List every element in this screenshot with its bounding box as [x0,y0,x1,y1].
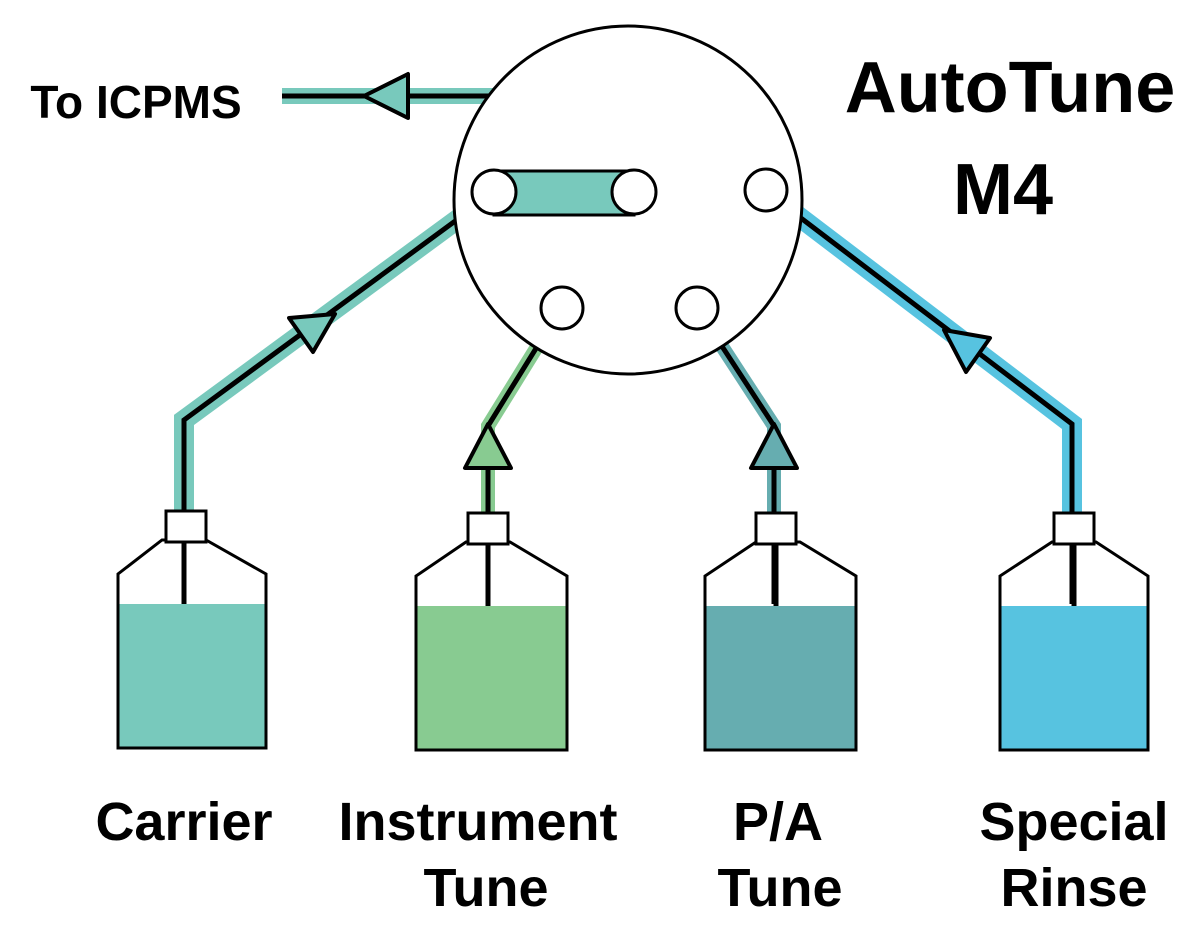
valve-port-pa-tune [674,285,720,331]
bottle-special-rinse [998,511,1150,752]
valve-head [452,24,804,376]
bottle-cap-instrument-tune [466,511,510,546]
valve-port-outlet [610,168,658,216]
bottle-cap-pa-tune [754,511,798,546]
outlet-label: To ICPMS [30,76,241,128]
bottle-label-instrument-tune-line-1: Instrument [338,792,617,852]
bottle-cap-carrier [164,509,208,544]
bottle-cap-special-rinse [1052,511,1096,546]
title-line-1: AutoTune [845,48,1176,128]
liquid-special-rinse [1000,606,1148,750]
flow-arrow-outlet [362,72,410,120]
valve-port-carrier [470,168,518,216]
carrier-tube [174,185,498,604]
bottle-label-pa-tune-line-1: P/A [733,792,823,852]
title-line-2: M4 [953,150,1053,230]
bottle-label-special-rinse-line-2: Rinse [1000,858,1147,918]
flow-arrow-pa-tune [749,422,799,470]
bottle-label-carrier: Carrier [95,792,272,852]
valve-port-instrument-tune [539,285,585,331]
bottle-label-instrument-tune-line-2: Tune [424,858,549,918]
special-rinse-tube [757,182,1082,604]
bottle-instrument-tune [414,511,569,752]
flow-arrow-instrument-tune [463,422,513,470]
flow-arrow-carrier [287,312,337,354]
flow-arrow-special-rinse [942,328,992,374]
liquid-pa-tune [705,606,856,750]
liquid-carrier [118,604,266,748]
bottle-label-pa-tune-line-2: Tune [718,858,843,918]
bottle-pa-tune [703,511,858,752]
bottle-label-special-rinse-line-1: Special [979,792,1168,852]
liquid-instrument-tune [416,606,567,750]
valve-port-special-rinse [743,167,789,213]
bottle-carrier [116,509,268,750]
